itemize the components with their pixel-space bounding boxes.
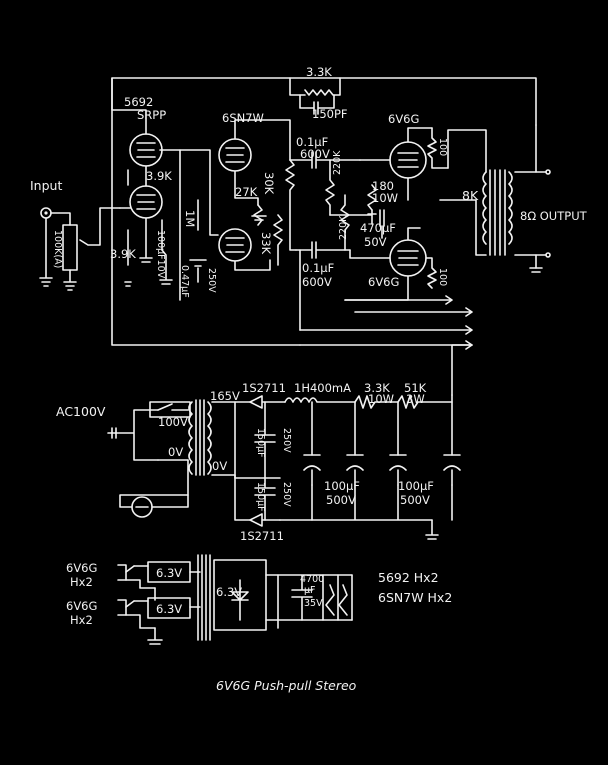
r-30k-label: 30K (262, 172, 276, 195)
input-pot (62, 224, 78, 271)
r-1m-label: 1M (183, 210, 197, 227)
heater-a-n-label: Hx2 (70, 575, 93, 589)
choke (284, 397, 356, 403)
heater-b-label: 6V6G (66, 599, 97, 613)
r-3k9-top-label: 3.9K (146, 169, 172, 183)
ht-63c-label: 6.3V (216, 585, 242, 599)
tube-6v6g-top-label: 6V6G (388, 112, 419, 126)
tube-6sn7w-label: 6SN7W (222, 111, 264, 125)
diode-bot-label: 1S2711 (240, 529, 284, 543)
dc-heater-2-label: 6SN7W Hx2 (378, 590, 452, 605)
c-100-a-label: 100μF (324, 479, 360, 493)
heater-section (117, 554, 353, 645)
xfmr-secondary-label: 8Ω OUTPUT (520, 209, 588, 223)
fb-r-label: 3.3K (306, 65, 332, 79)
c-4700-u-label: μF (304, 585, 316, 596)
c-100uf-label: 100μF10V (155, 230, 166, 279)
r-33k-label: 33K (259, 232, 273, 255)
pt-0v-sec-label: 0V (212, 459, 227, 473)
c-4700-v-label: 35V (304, 598, 323, 609)
pot-label: 100K(A) (52, 230, 63, 268)
r-220k-b-label: 220K (338, 215, 349, 240)
c-047-v-label: 250V (206, 268, 217, 293)
c-150-a-label: 150μF (255, 428, 266, 458)
r-33k-10w-w-label: 10W (368, 392, 394, 406)
c-01-top-label: 0.1μF (296, 135, 328, 149)
r-220k-a-label: 220K (332, 150, 343, 175)
fb-c-label: 150PF (312, 107, 348, 121)
c-100-b-v-label: 500V (400, 493, 430, 507)
c-150-b-label: 150μF (255, 482, 266, 512)
power-transformer (188, 399, 212, 476)
tube-6v6g-bot-label: 6V6G (368, 275, 399, 289)
diode-top (249, 395, 286, 409)
c-4700-label: 4700 (300, 574, 324, 585)
heater-b-n-label: Hx2 (70, 613, 93, 627)
c-100-b-label: 100μF (398, 479, 434, 493)
ac-in-label: AC100V (56, 404, 106, 419)
diagram-title: 6V6G Push-pull Stereo (216, 678, 357, 693)
c-01-bot-label: 0.1μF (302, 261, 334, 275)
tube-5692-sub-label: SRPP (137, 108, 166, 122)
power-supply-section (107, 344, 473, 540)
pt-0v-label: 0V (168, 445, 183, 459)
pt-165v-label: 165V (210, 389, 240, 403)
c-150-a-v-label: 250V (281, 428, 292, 453)
r-27k-label: 27K (235, 185, 258, 199)
r-33k-10w-label: 3.3K (364, 381, 390, 395)
heater-a-label: 6V6G (66, 561, 97, 575)
r-3k9-bot-label: 3.9K (110, 247, 136, 261)
tube-6sn7w (218, 138, 252, 262)
ht-63a-label: 6.3V (156, 566, 182, 580)
r-100-top-label: 100 (437, 138, 448, 156)
r-51k-label: 51K (404, 381, 427, 395)
tube-6v6g-upper (389, 141, 427, 179)
c-01-bot-v-label: 600V (302, 275, 332, 289)
labels: Input 100K(A) 5692 SRPP 3.9K 3.9K 100μF1… (30, 65, 588, 693)
r-51k-w-label: 3W (406, 392, 425, 406)
pt-100v-label: 100V (158, 415, 188, 429)
output-transformer (482, 169, 513, 256)
c-470-v-label: 50V (364, 235, 387, 249)
r-180-label: 180 (372, 179, 394, 193)
tube-5692-label: 5692 (124, 95, 153, 109)
c-100-a-v-label: 500V (326, 493, 356, 507)
c-047-label: 0.47μF (179, 265, 190, 298)
r-100-bot-label: 100 (437, 268, 448, 286)
xfmr-primary-label: 8K (462, 188, 479, 203)
dc-heater-1-label: 5692 Hx2 (378, 570, 439, 585)
c-470-label: 470μF (360, 221, 396, 235)
ht-63b-label: 6.3V (156, 602, 182, 616)
tube-6v6g-lower (389, 239, 427, 277)
c-150-b-v-label: 250V (281, 482, 292, 507)
r-180-w-label: 10W (372, 191, 398, 205)
amplifier-section (39, 77, 551, 350)
diode-top-label: 1S2711 (242, 381, 286, 395)
input-label: Input (30, 178, 62, 193)
choke-label: 1H400mA (294, 381, 351, 395)
c-01-top-v-label: 600V (300, 147, 330, 161)
